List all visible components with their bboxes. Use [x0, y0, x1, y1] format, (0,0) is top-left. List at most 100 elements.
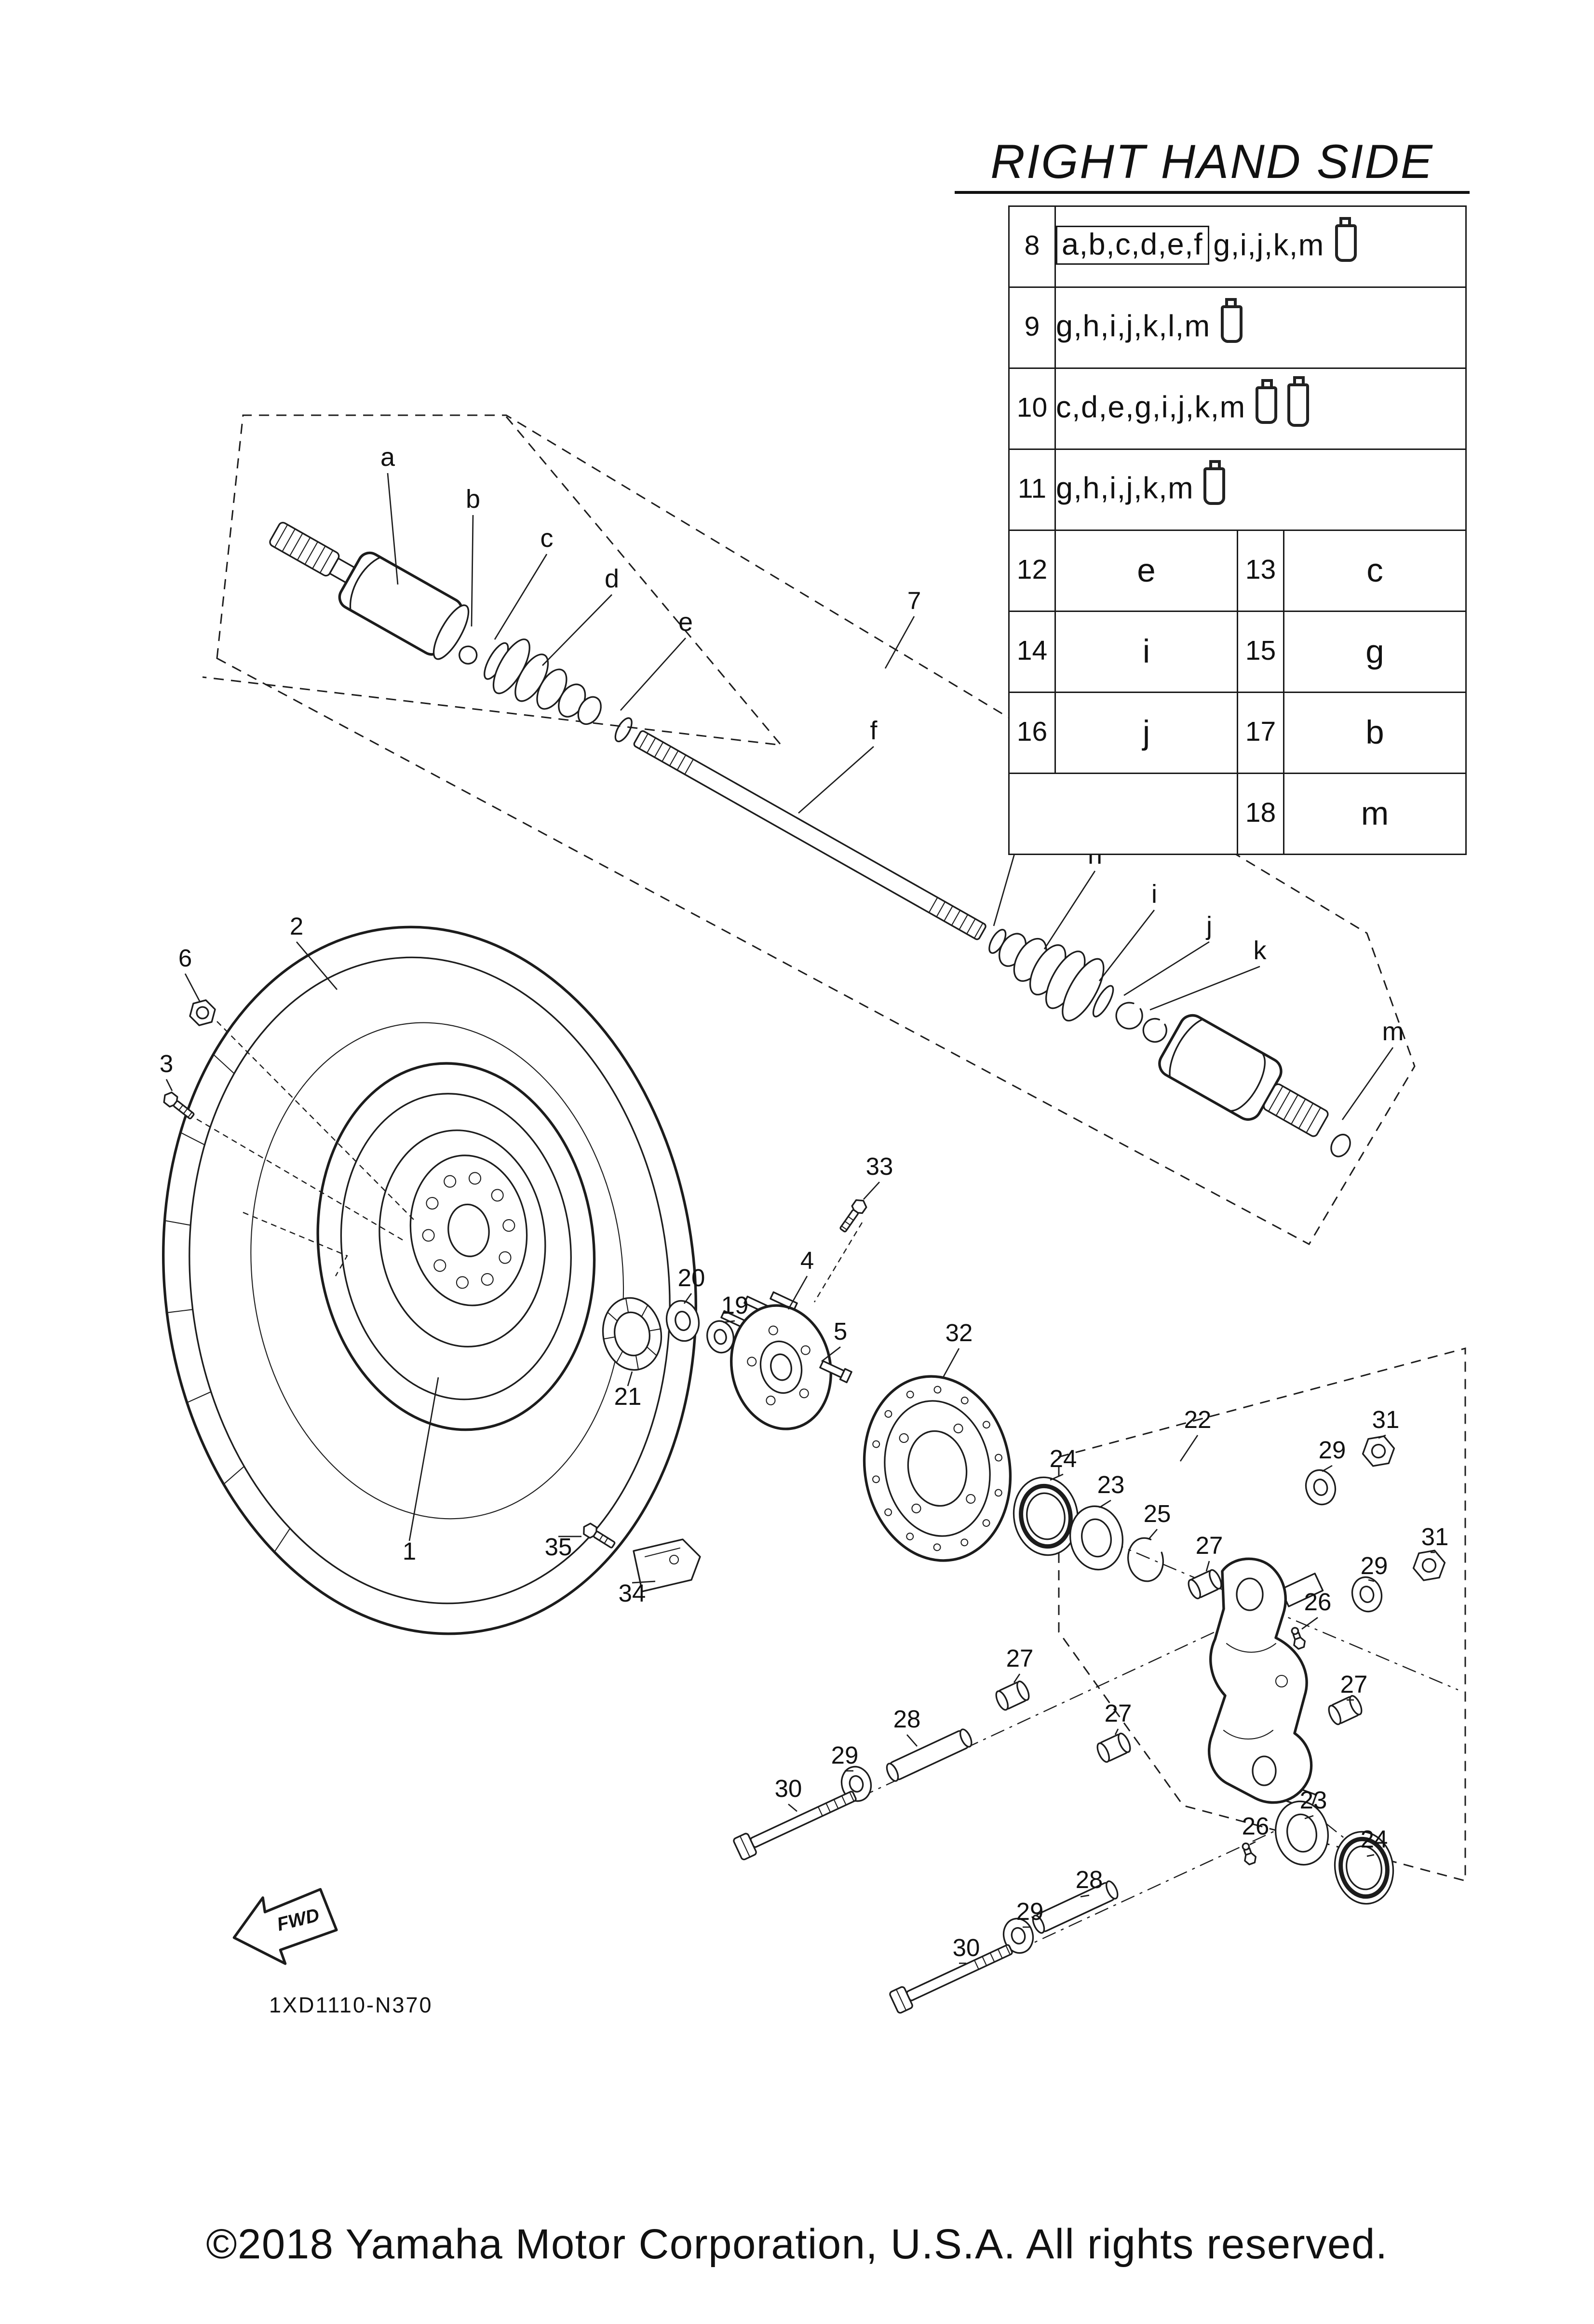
splined-collar-21	[602, 1297, 662, 1371]
callout-j: j	[1205, 911, 1212, 940]
brake-disc-group	[863, 1375, 1012, 1562]
legend-num-18: 18	[1237, 773, 1284, 855]
callout-24a: 24	[1050, 1445, 1077, 1472]
callout-22: 22	[1184, 1406, 1212, 1433]
callout-32: 32	[946, 1319, 973, 1346]
legend-val-16: j	[1054, 692, 1238, 774]
legend-num-10: 10	[1008, 367, 1056, 450]
leader-line-19	[723, 1320, 735, 1323]
leader-line-28a	[906, 1734, 918, 1747]
bolt-30a	[733, 1791, 857, 1861]
callout-27c: 27	[1006, 1644, 1034, 1672]
legend-val-15: g	[1283, 611, 1467, 693]
callout-k: k	[1254, 936, 1267, 965]
leader-line-23a	[1099, 1499, 1111, 1509]
leader-line-1	[408, 1377, 439, 1541]
legend-val-13: c	[1283, 530, 1467, 612]
bracket-34	[633, 1538, 701, 1592]
leader-line-b	[471, 515, 474, 627]
wheel-tire-group	[162, 925, 697, 1635]
legend-row-18: 18 m	[1008, 773, 1467, 855]
callout-4: 4	[800, 1247, 814, 1274]
leader-line-a	[387, 473, 399, 585]
seal-23-upper	[1069, 1505, 1124, 1571]
callout-3: 3	[160, 1050, 173, 1077]
legend-boxed-group-8: a,b,c,d,e,f	[1056, 226, 1209, 265]
callout-i: i	[1151, 880, 1157, 909]
legend-group-9: g,h,i,j,k,l,m	[1056, 310, 1211, 343]
hub-group	[583, 1199, 867, 1592]
legend-num-13: 13	[1237, 530, 1284, 612]
callout-30a: 30	[775, 1775, 802, 1802]
construction-lines	[188, 1021, 863, 1303]
washer-29b	[1351, 1576, 1383, 1613]
legend-num-17: 17	[1237, 692, 1284, 774]
callout-27a: 27	[1196, 1532, 1223, 1559]
leader-line-30a	[788, 1803, 797, 1812]
callout-26b: 26	[1242, 1812, 1270, 1840]
callout-b: b	[466, 485, 480, 514]
drive-shaft-assembly	[269, 522, 1351, 1157]
leader-line-24a	[1050, 1473, 1064, 1481]
leader-line-21	[627, 1371, 633, 1386]
leader-line-f	[798, 746, 874, 814]
leader-line-c	[494, 554, 548, 640]
legend-num-9: 9	[1008, 286, 1056, 369]
legend-content-9: g,h,i,j,k,l,m	[1054, 286, 1467, 369]
leader-line-3	[165, 1079, 173, 1091]
page-title: RIGHT HAND SIDE	[955, 136, 1470, 194]
bushing-27a	[1188, 1569, 1222, 1600]
seal-23-lower	[1274, 1800, 1329, 1866]
leader-line-m	[1341, 1047, 1394, 1120]
bushing-27d	[1096, 1732, 1131, 1763]
leader-line-26a	[1301, 1617, 1318, 1630]
callout-35: 35	[545, 1533, 572, 1561]
legend-val-18: m	[1283, 773, 1467, 855]
callout-c: c	[540, 524, 554, 553]
legend-num-15: 15	[1237, 611, 1284, 693]
leader-line-27a	[1205, 1561, 1210, 1572]
bolt-30b	[889, 1944, 1013, 2014]
legend-val-14: i	[1054, 611, 1238, 693]
leader-line-20	[683, 1293, 692, 1304]
grease-fitting-26b	[1242, 1842, 1257, 1865]
callout-23a: 23	[1097, 1471, 1125, 1498]
callout-29c: 29	[831, 1741, 859, 1769]
bushing-27b	[1328, 1695, 1363, 1726]
leader-line-5	[821, 1346, 841, 1362]
wheel-fasteners	[163, 999, 216, 1119]
callout-31b: 31	[1421, 1523, 1449, 1550]
bushing-27c	[995, 1680, 1030, 1711]
spacer-28b	[1032, 1880, 1119, 1934]
legend-empty-cell	[1008, 773, 1238, 855]
leader-line-j	[1123, 941, 1210, 996]
leader-line-27d	[1114, 1728, 1119, 1735]
leader-line-4	[787, 1276, 808, 1310]
callout-34: 34	[619, 1579, 646, 1607]
leader-line-h	[1043, 870, 1096, 950]
leader-line-2	[296, 941, 338, 990]
callout-29d: 29	[1016, 1898, 1044, 1925]
callout-28a: 28	[893, 1705, 921, 1733]
legend-val-12: e	[1054, 530, 1238, 612]
snap-ring-25	[1127, 1537, 1164, 1582]
callout-26a: 26	[1304, 1588, 1332, 1616]
callout-7: 7	[907, 587, 921, 614]
bearing-24-upper	[1013, 1476, 1079, 1556]
legend-row-16-17: 16 j 17 b	[1008, 692, 1467, 774]
legend-content-11: g,h,i,j,k,m	[1054, 448, 1467, 531]
knuckle-group	[733, 1435, 1446, 2014]
legend-num-8: 8	[1008, 205, 1056, 288]
leader-line-24b	[1366, 1854, 1375, 1857]
leader-line-26b	[1249, 1841, 1256, 1846]
leader-line-e	[620, 638, 687, 711]
washer-19	[706, 1320, 734, 1354]
callout-19: 19	[721, 1291, 749, 1319]
callout-27b: 27	[1340, 1671, 1368, 1698]
leader-line-28b	[1080, 1894, 1090, 1898]
bolt-33	[839, 1199, 867, 1233]
